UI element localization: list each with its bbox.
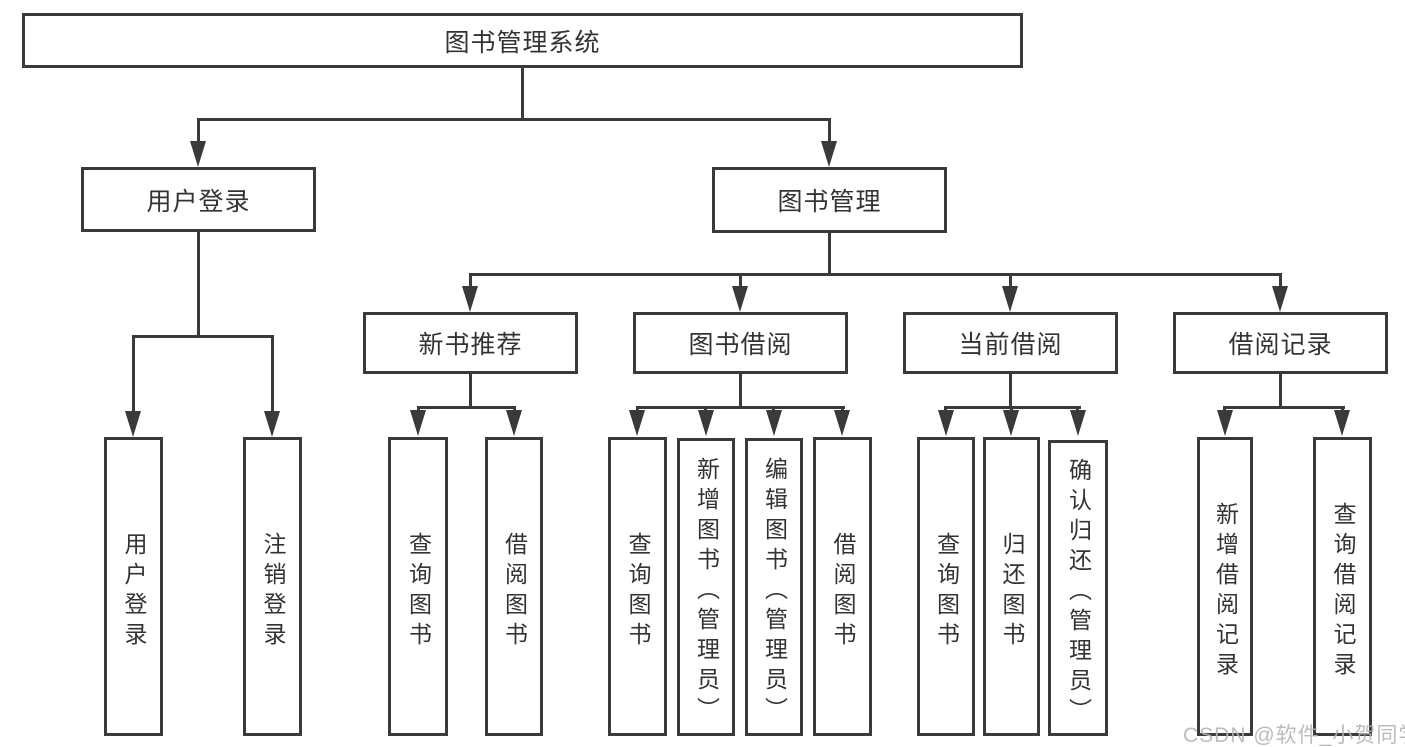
arrow-down-icon (766, 410, 782, 436)
connector-line (1341, 406, 1344, 413)
arrow-down-icon (698, 410, 714, 436)
connector-line (704, 406, 707, 413)
arrow-down-icon (462, 286, 478, 312)
arrow-down-icon (1272, 286, 1288, 312)
node-user-login: 用户登录 (81, 167, 316, 232)
connector-line (636, 406, 845, 409)
connector-line (1009, 374, 1012, 408)
arrow-down-icon (1217, 410, 1233, 436)
leaf-add-borrow-record: 新增借阅记录 (1197, 437, 1253, 736)
leaf-add-book-admin: 新增图书（管理员） (677, 438, 735, 736)
connector-line (772, 406, 775, 413)
connector-line (513, 406, 516, 413)
connector-line (469, 273, 472, 288)
arrow-down-icon (1070, 410, 1086, 436)
arrow-down-icon (821, 141, 837, 167)
connector-line (469, 374, 472, 408)
leaf-logout: 注销登录 (243, 437, 302, 736)
connector-line (841, 406, 844, 413)
connector-line (271, 335, 274, 413)
leaf-return-book: 归还图书 (983, 437, 1040, 736)
arrow-down-icon (506, 410, 522, 436)
connector-line (197, 232, 200, 338)
connector-line (1009, 273, 1012, 288)
leaf-borrow-book-2: 借阅图书 (813, 437, 872, 736)
leaf-confirm-return-admin: 确认归还（管理员） (1048, 440, 1108, 736)
arrow-down-icon (125, 411, 141, 437)
arrow-down-icon (1334, 410, 1350, 436)
leaf-edit-book-admin: 编辑图书（管理员） (745, 438, 803, 736)
connector-line (1223, 406, 1226, 413)
connector-line (1279, 273, 1282, 288)
connector-line (417, 406, 420, 413)
arrow-down-icon (410, 410, 426, 436)
connector-line (739, 374, 742, 408)
node-book-borrow: 图书借阅 (633, 312, 848, 374)
connector-line (469, 273, 1282, 276)
leaf-query-book-3: 查询图书 (917, 437, 975, 736)
connector-line (944, 406, 947, 413)
watermark: CSDN @软件_小贺同学 (1183, 724, 1405, 747)
connector-line (197, 118, 200, 144)
arrow-down-icon (264, 411, 280, 437)
leaf-query-book-2: 查询图书 (608, 437, 667, 736)
arrow-down-icon (1003, 410, 1019, 436)
arrow-down-icon (938, 410, 954, 436)
connector-line (1279, 374, 1282, 408)
connector-line (1010, 406, 1013, 413)
node-borrow-records: 借阅记录 (1173, 312, 1388, 374)
arrow-down-icon (834, 410, 850, 436)
connector-line (521, 68, 524, 118)
connector-line (197, 118, 831, 121)
connector-line (132, 335, 274, 338)
node-current-borrow: 当前借阅 (903, 312, 1118, 374)
connector-line (417, 406, 516, 409)
leaf-query-book-1: 查询图书 (388, 437, 448, 736)
connector-line (828, 118, 831, 144)
arrow-down-icon (732, 286, 748, 312)
node-library-system: 图书管理系统 (22, 13, 1023, 68)
connector-line (945, 406, 1081, 409)
connector-line (739, 273, 742, 288)
connector-line (1224, 406, 1345, 409)
leaf-borrow-book-1: 借阅图书 (485, 437, 543, 736)
leaf-query-borrow-record: 查询借阅记录 (1313, 437, 1372, 736)
arrow-down-icon (629, 410, 645, 436)
arrow-down-icon (1002, 286, 1018, 312)
connector-line (636, 406, 639, 413)
node-new-book-recommend: 新书推荐 (363, 312, 578, 374)
connector-line (828, 233, 831, 275)
connector-line (132, 335, 135, 413)
leaf-user-login: 用户登录 (104, 437, 163, 736)
connector-line (1076, 406, 1079, 413)
arrow-down-icon (190, 141, 206, 167)
node-book-management: 图书管理 (712, 167, 947, 233)
